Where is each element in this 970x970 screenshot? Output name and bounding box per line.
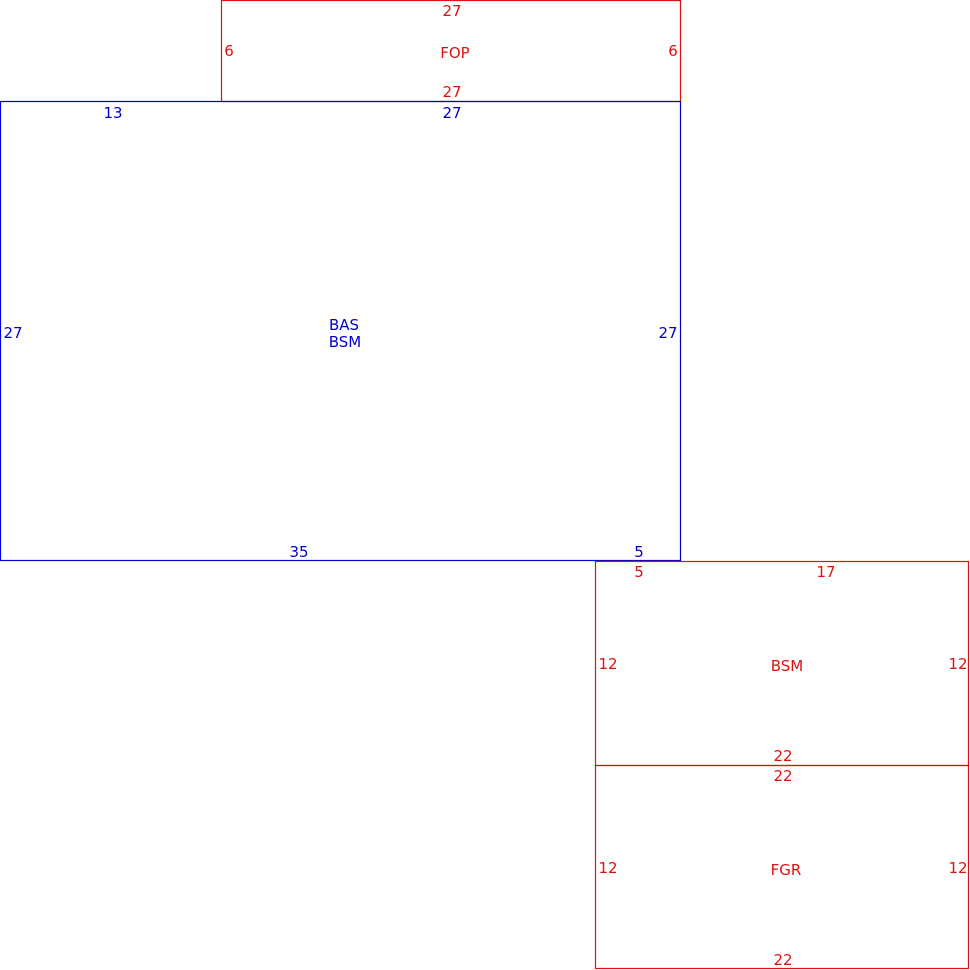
main-dim-top-left: 13 xyxy=(103,104,122,122)
fop-dim-bottom: 27 xyxy=(442,83,461,101)
fop-dim-right: 6 xyxy=(668,42,678,60)
main-outline xyxy=(0,100,682,562)
bsm-dim-top-left: 5 xyxy=(634,563,644,581)
main-dim-right: 27 xyxy=(658,324,677,342)
main-area-label-bsm: BSM xyxy=(329,333,362,351)
main-area: 13 27 27 27 BAS BSM 35 5 xyxy=(0,100,682,562)
fgr-area: 22 12 FGR 12 22 xyxy=(594,764,970,970)
main-dim-left: 27 xyxy=(3,324,22,342)
main-dim-bottom-right: 5 xyxy=(634,543,644,561)
fgr-dim-right: 12 xyxy=(948,859,967,877)
fgr-outline xyxy=(594,764,970,970)
bsm-dim-bottom: 22 xyxy=(773,747,792,765)
main-area-label-bas: BAS xyxy=(329,316,359,334)
fop-dim-left: 6 xyxy=(224,42,234,60)
fgr-dim-top: 22 xyxy=(773,767,792,785)
fgr-dim-bottom: 22 xyxy=(773,951,792,969)
bsm-dim-left: 12 xyxy=(598,655,617,673)
fgr-area-label: FGR xyxy=(771,861,802,879)
bsm-area: 5 17 12 BSM 12 22 xyxy=(594,560,970,767)
fgr-dim-left: 12 xyxy=(598,859,617,877)
bsm-dim-top: 17 xyxy=(816,563,835,581)
fop-area: 27 6 6 FOP 27 xyxy=(220,0,682,103)
fop-dim-top: 27 xyxy=(442,2,461,20)
fop-area-label: FOP xyxy=(440,44,469,62)
main-dim-top: 27 xyxy=(442,104,461,122)
bsm-dim-right: 12 xyxy=(948,655,967,673)
main-dim-bottom: 35 xyxy=(289,543,308,561)
bsm-area-label: BSM xyxy=(771,657,804,675)
